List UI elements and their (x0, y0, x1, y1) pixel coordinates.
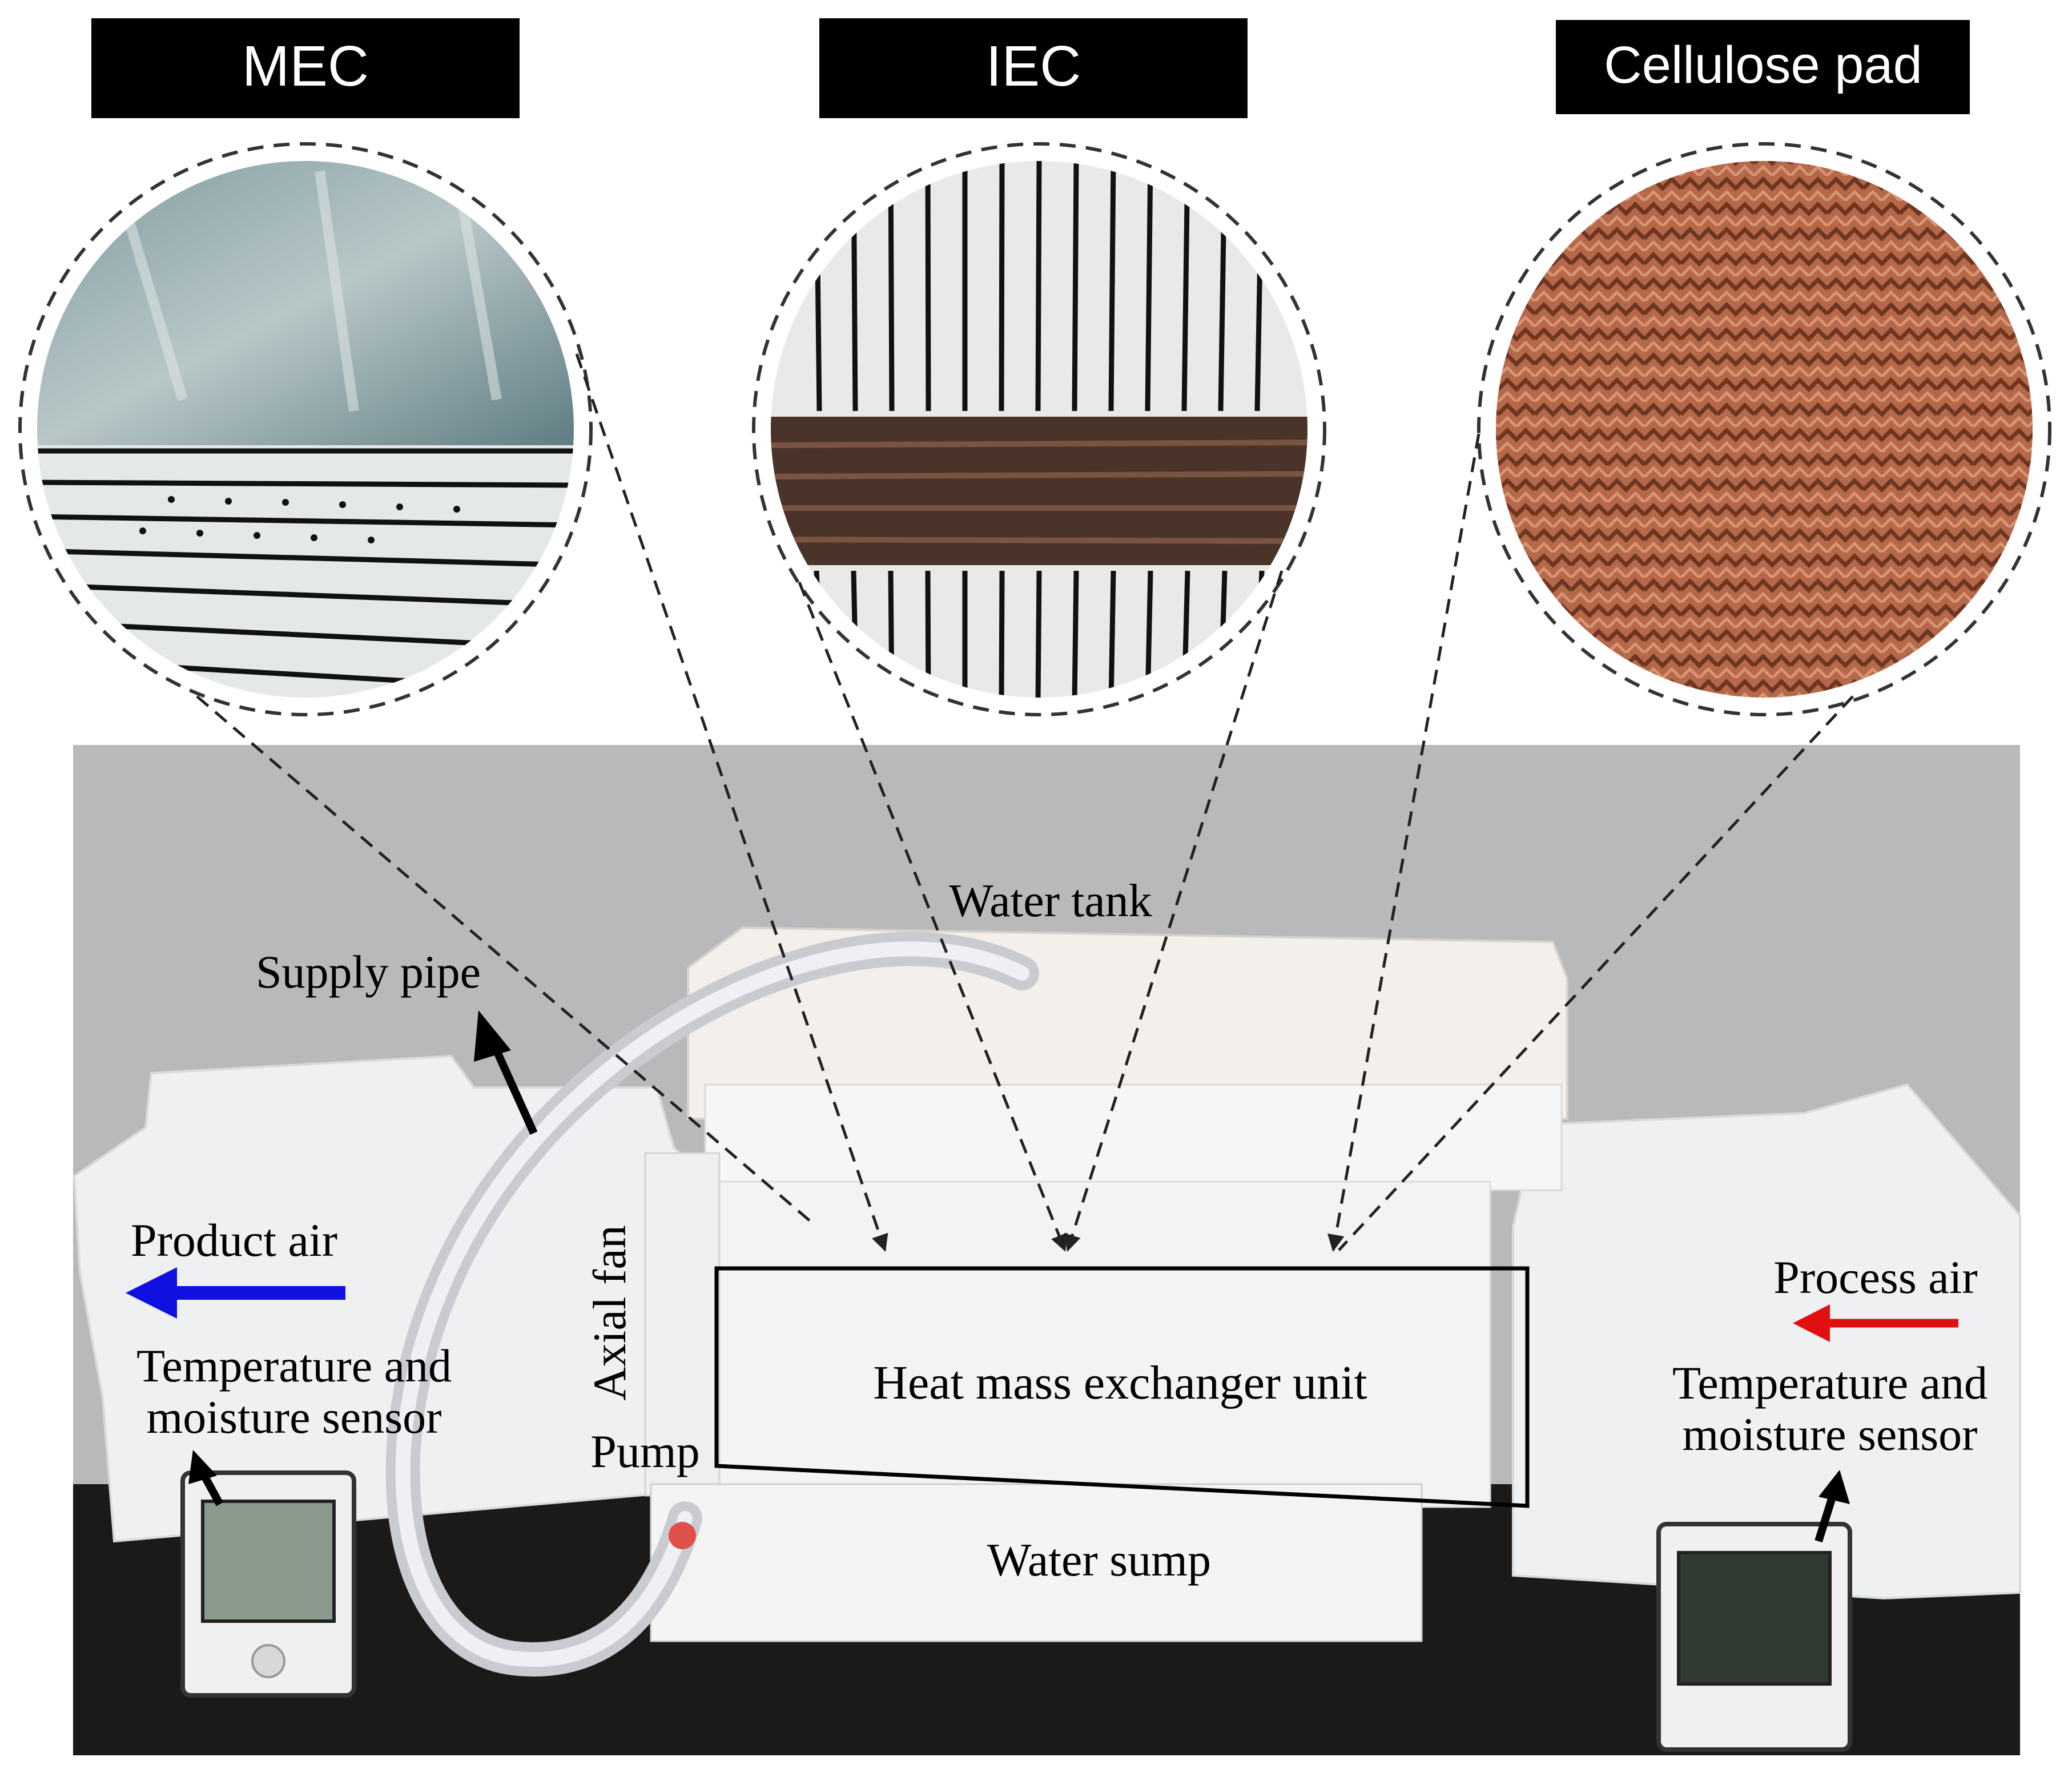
mec-header: MEC (91, 18, 520, 118)
tank-lower-panel (704, 1083, 1563, 1191)
iec-header: IEC (819, 18, 1248, 118)
cellulose-zoom-circle (1496, 161, 2033, 698)
water-tank-body (687, 926, 1568, 1120)
left-sensor-pointer (188, 1450, 224, 1506)
zoom-connector-lines (196, 353, 1854, 1252)
axial-fan-housing (644, 1152, 721, 1497)
mec-circle-outline (18, 142, 593, 716)
pump-indicator (669, 1522, 696, 1549)
heat-mass-exchanger-label: Heat mass exchanger unit (873, 1356, 1367, 1409)
left-duct (73, 1054, 703, 1543)
supply-pipe-label: Supply pipe (256, 946, 481, 998)
left-sensor-device (180, 1470, 356, 1698)
mec-zoom-circle (37, 161, 574, 698)
water-sump-label: Water sump (987, 1534, 1211, 1586)
mec-header-text: MEC (242, 34, 369, 98)
axial-fan-label: Axial fan (584, 1225, 635, 1400)
iec-circle-outline (752, 142, 1326, 716)
process-air-label: Process air (1773, 1251, 1978, 1303)
iec-zoom-circle (771, 161, 1307, 698)
cellulose-header-text: Cellulose pad (1604, 36, 1922, 94)
product-air-label: Product air (131, 1214, 337, 1266)
heat-mass-exchanger-frame (714, 1266, 1530, 1508)
supply-pipe-pointer (474, 1010, 538, 1135)
right-sensor-label-line1: Temperature and (1672, 1357, 1987, 1409)
water-tank-label: Water tank (949, 875, 1152, 926)
left-sensor-label-line1: Temperature and (136, 1340, 452, 1392)
pump-label: Pump (590, 1425, 699, 1477)
right-sensor-device (1656, 1522, 1852, 1752)
right-sensor-pointer (1814, 1470, 1850, 1543)
right-duct (1512, 1083, 2021, 1600)
iec-header-text: IEC (986, 34, 1081, 98)
cellulose-header: Cellulose pad (1556, 20, 1970, 114)
cellulose-circle-outline (1477, 142, 2051, 716)
central-unit-body (655, 1180, 1491, 1508)
right-sensor-label-line2: moisture sensor (1683, 1408, 1978, 1460)
left-sensor-label-line2: moisture sensor (147, 1391, 442, 1443)
product-air-arrow (126, 1267, 345, 1319)
process-air-arrow (1793, 1304, 1958, 1342)
